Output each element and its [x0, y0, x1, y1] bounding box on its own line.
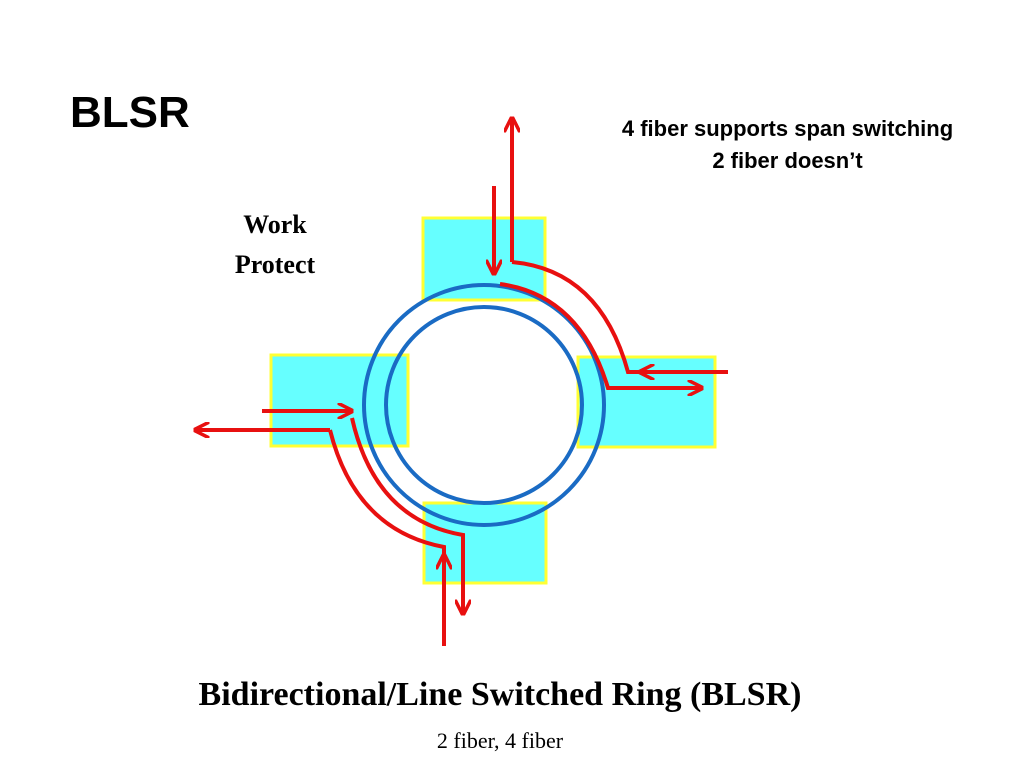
diagram-subcaption: 2 fiber, 4 fiber [436, 728, 564, 753]
node-top [421, 216, 547, 302]
fiber-note-line-2: 2 fiber doesn’t [712, 148, 863, 173]
legend-work-label: Work [243, 210, 307, 239]
traffic-path-left-bottom-inner [350, 417, 463, 614]
traffic-path-top-right-inner [499, 282, 702, 388]
fiber-note: 4 fiber supports span switching 2 fiber … [560, 113, 1015, 177]
slide-title: BLSR [70, 88, 190, 137]
fiber-note-line-1: 4 fiber supports span switching [621, 116, 954, 141]
ring-legend: Work Protect [200, 205, 350, 285]
ring-outer-fiber [362, 283, 606, 527]
diagram-caption: Bidirectional/Line Switched Ring (BLSR) [198, 676, 802, 713]
traffic-path-left-bottom-outer [328, 429, 446, 646]
traffic-path-top-right-outer [511, 260, 728, 374]
ring-inner-fiber [384, 305, 584, 505]
legend-protect-label: Protect [234, 250, 316, 279]
